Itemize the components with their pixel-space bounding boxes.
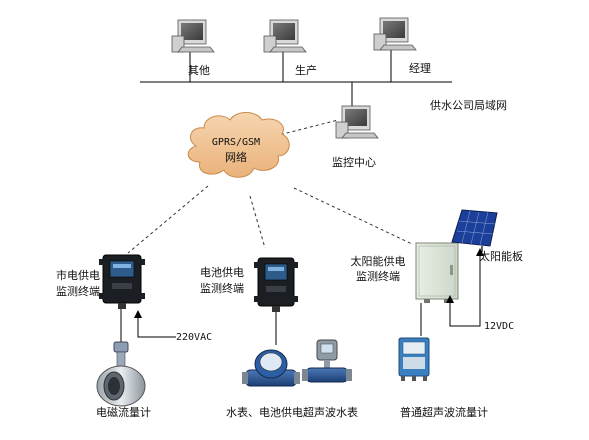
electromagnetic-flowmeter-label: 电磁流量计 [96, 406, 151, 419]
electromagnetic-flowmeter [96, 341, 146, 407]
computer-icon [263, 19, 307, 53]
terminal-city-label-line2: 监测终端 [56, 285, 100, 298]
solar-panel [451, 209, 498, 252]
terminal-battery-label-line2: 监测终端 [200, 282, 244, 295]
lan-bus [140, 50, 452, 106]
cloud-label-line2: 网络 [225, 151, 247, 164]
water-meter [242, 349, 300, 387]
solar-panel-label: 太阳能板 [479, 250, 523, 263]
terminal-solar-label-line2: 监测终端 [356, 270, 400, 283]
terminal-solar-label-line1: 太阳能供电 [350, 255, 406, 268]
dc-power-label: 12VDC [484, 321, 515, 332]
water-meter-label: 水表、电池供电超声波水表 [226, 406, 358, 419]
terminal-city-label-line1: 市电供电 [56, 269, 100, 282]
pc-label-production: 生产 [295, 64, 317, 77]
ac-power-label: 220VAC [176, 332, 213, 343]
pc-label-manager: 经理 [409, 62, 431, 75]
computer-icon [373, 17, 417, 51]
terminal-battery-label-line1: 电池供电 [200, 266, 244, 279]
terminal-city-power [99, 254, 145, 309]
gprs-cloud [187, 112, 290, 178]
ultrasonic-flowmeter-label: 普通超声波流量计 [400, 406, 488, 419]
cloud-label-line1: GPRS/GSM [211, 137, 261, 148]
computer-icon [335, 105, 379, 139]
arrow-icon [134, 310, 142, 318]
lan-label: 供水公司局域网 [430, 99, 507, 112]
terminal-battery-power [254, 257, 298, 312]
ultrasonic-water-meter [302, 339, 352, 383]
pc-label-other: 其他 [188, 64, 210, 77]
ultrasonic-flowmeter [398, 337, 430, 381]
arrow-icon [446, 295, 454, 303]
computer-icon [171, 19, 215, 53]
arrow-icon [476, 248, 484, 256]
power-lines [120, 256, 481, 345]
wireless-links [127, 119, 413, 254]
terminal-solar-cabinet [415, 242, 459, 303]
monitor-center-label: 监控中心 [332, 156, 376, 169]
